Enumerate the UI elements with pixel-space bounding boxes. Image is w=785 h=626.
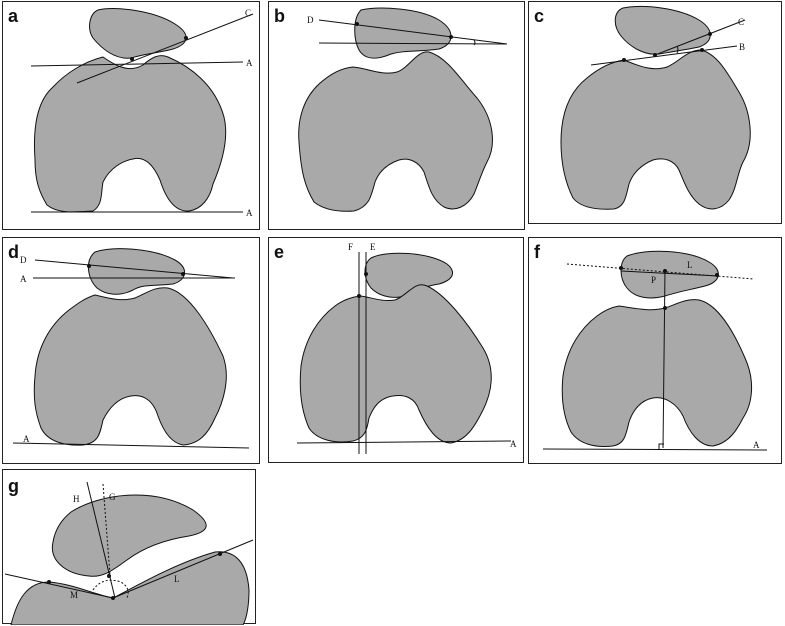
panel-b-figure: b D	[274, 6, 508, 212]
panel-f-figure: f L P A	[534, 242, 768, 451]
panel-e-label: e	[274, 242, 284, 262]
panel-c-label: c	[534, 6, 544, 26]
femur-shape	[298, 51, 493, 212]
femur-shape	[299, 284, 492, 444]
panel-d: d D A A	[2, 237, 260, 464]
line-label-c: C	[738, 17, 744, 27]
panel-c: c C B	[528, 1, 782, 224]
patella-shape	[89, 8, 187, 59]
line-label-l: L	[174, 574, 180, 584]
panel-a-label: a	[8, 6, 19, 26]
line-label-l: L	[687, 260, 693, 270]
panel-g-label: g	[8, 476, 19, 496]
panel-b: b D	[268, 1, 525, 230]
line-label-a: A	[510, 439, 517, 449]
panel-g-figure: g H G M L	[4, 476, 254, 625]
panel-f: f L P A	[528, 237, 782, 464]
panel-b-label: b	[274, 6, 285, 26]
line-label-m: M	[70, 590, 78, 600]
panel-e: e F E A	[268, 237, 524, 463]
line-label-b: B	[739, 42, 745, 52]
panel-a-figure: a C A A	[8, 6, 254, 218]
point-label-p: P	[651, 275, 656, 285]
patella-shape	[354, 7, 452, 59]
panel-d-label: d	[8, 242, 19, 262]
femur-shape	[561, 299, 753, 447]
panel-e-figure: e F E A	[274, 242, 517, 454]
femur-shape	[34, 55, 227, 213]
patella-shape	[620, 250, 719, 299]
femur-shape	[10, 551, 250, 625]
femur-shape	[33, 287, 227, 446]
line-label-g: G	[109, 492, 116, 502]
line-label-d: D	[20, 255, 27, 265]
patella-shape	[88, 248, 185, 295]
line-label-a-bottom: A	[23, 434, 30, 444]
patella-shape	[51, 494, 207, 577]
line-label-f: F	[348, 242, 353, 252]
line-label-a: A	[753, 440, 760, 450]
panel-g: g H G M L	[2, 469, 256, 625]
line-label-c: C	[245, 8, 251, 18]
line-label-a-top: A	[20, 274, 27, 284]
line-label-h: H	[73, 494, 80, 504]
line-label-a-top: A	[246, 58, 253, 68]
line-label-d: D	[307, 15, 314, 25]
femur-shape	[560, 49, 751, 210]
panel-d-figure: d D A A	[8, 242, 250, 449]
panel-f-label: f	[534, 242, 541, 262]
patella-shape	[614, 6, 711, 55]
line-label-a-bottom: A	[246, 208, 253, 218]
panel-c-figure: c C B	[534, 6, 751, 210]
panel-a: a C A A	[2, 1, 260, 230]
line-label-e: E	[370, 242, 376, 252]
